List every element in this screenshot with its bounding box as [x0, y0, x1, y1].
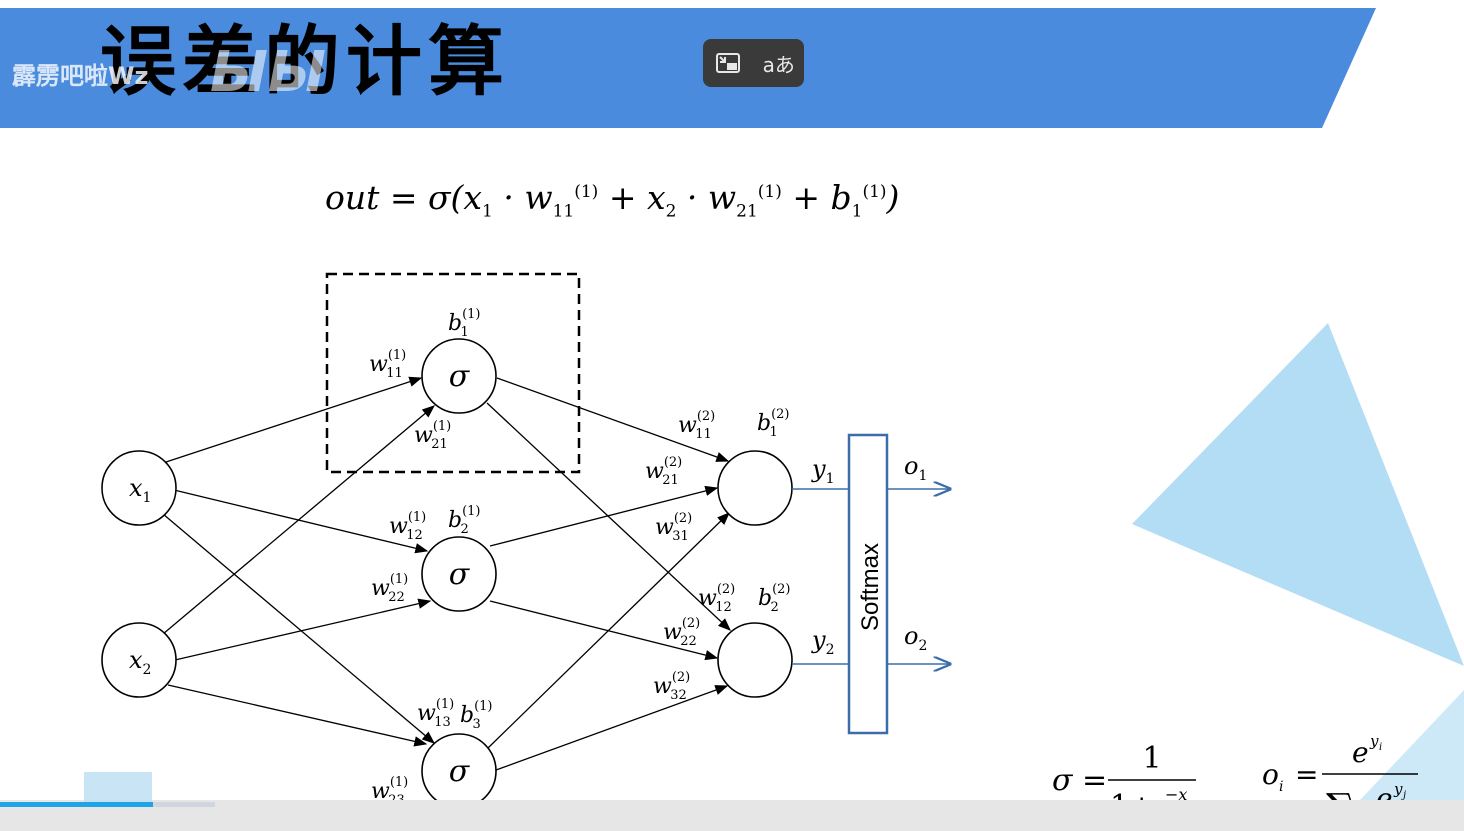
weight-label-weights_layer2-5: w(2)32: [653, 670, 690, 703]
decor-triangle-small: [1360, 690, 1464, 800]
sigma-1: σ: [449, 359, 471, 394]
output-node-1: [717, 450, 793, 526]
svg-text:y: y: [1369, 732, 1379, 750]
o1-label: o1: [904, 452, 927, 484]
weight-label-weights_layer1-1: w(1)21: [414, 419, 451, 452]
output-formula: out = σ(x1 · w11(1) + x2 · w21(1) + b1(1…: [325, 178, 900, 222]
svg-text:o: o: [1262, 758, 1279, 791]
input-node-x2: [101, 622, 177, 698]
weight-label-weights_layer2-2: w(2)31: [655, 511, 692, 544]
floating-toolbar: aあ: [703, 39, 804, 87]
watermark-text: 霹雳吧啦Wz: [12, 62, 149, 90]
y2-label: y2: [811, 626, 834, 658]
hidden-node-2: [421, 536, 497, 612]
weight-label-weights_layer2-0: w(2)11: [678, 409, 715, 442]
softmax-label: Softmax: [857, 543, 884, 631]
svg-text:y: y: [1393, 780, 1403, 798]
preview-thumbnail: [84, 772, 152, 802]
svg-text:i: i: [1379, 742, 1382, 753]
header-band: [0, 8, 1376, 128]
bilibili-logo: ЫЫ: [210, 40, 327, 105]
picture-in-picture-icon[interactable]: [708, 43, 748, 83]
o2-label: o2: [904, 622, 927, 654]
weight-label-weights_layer1-2: w(1)12: [389, 510, 426, 543]
softmax-box: [847, 433, 889, 735]
weight-label-weights_layer1-4: w(1)13: [417, 697, 454, 730]
svg-text:i: i: [1279, 779, 1283, 795]
weight-label-weights_layer2-3: w(2)12: [698, 582, 735, 615]
svg-text:σ =: σ =: [1052, 763, 1107, 798]
weight-label-weights_layer2-4: w(2)22: [663, 616, 700, 649]
sigma-2: σ: [449, 557, 471, 592]
translate-icon[interactable]: aあ: [762, 52, 795, 77]
svg-text:1: 1: [1142, 741, 1161, 776]
input-node-x1: [101, 450, 177, 526]
hidden-node-1: [421, 338, 497, 414]
player-control-bar: [0, 800, 1464, 831]
weight-label-weights_layer2-1: w(2)21: [645, 455, 682, 488]
picture-in-picture-glyph: [716, 53, 741, 73]
bias-label-biases_layer2-1: b(2)2: [758, 582, 791, 615]
decor-triangle: [1132, 323, 1464, 666]
svg-text:−x: −x: [1165, 785, 1187, 804]
page-title: 误差的计算: [100, 17, 510, 106]
output-node-2: [717, 622, 793, 698]
svg-text:e: e: [1352, 736, 1369, 769]
layer1-edges: [162, 376, 435, 747]
y1-label: y1: [811, 455, 834, 487]
svg-text:=: =: [1295, 758, 1318, 791]
progress-fill: [0, 802, 153, 807]
bias-label-biases_layer2-0: b(2)1: [757, 407, 790, 440]
bias-label-biases_layer1-0: b(1)1: [448, 307, 481, 340]
svg-text:j: j: [1401, 790, 1406, 801]
bias-label-biases_layer1-2: b(1)3: [460, 699, 493, 732]
weight-label-weights_layer1-3: w(1)22: [371, 572, 408, 605]
sigma-3: σ: [449, 754, 471, 789]
weight-label-weights_layer1-0: w(1)11: [369, 348, 406, 381]
input-label-x2: x2: [129, 646, 151, 678]
highlight-box: [325, 272, 581, 474]
formula-lhs: out: [325, 178, 380, 217]
layer2-edges: [486, 377, 731, 771]
input-label-x1: x1: [129, 474, 151, 506]
bias-label-biases_layer1-1: b(1)2: [448, 504, 481, 537]
